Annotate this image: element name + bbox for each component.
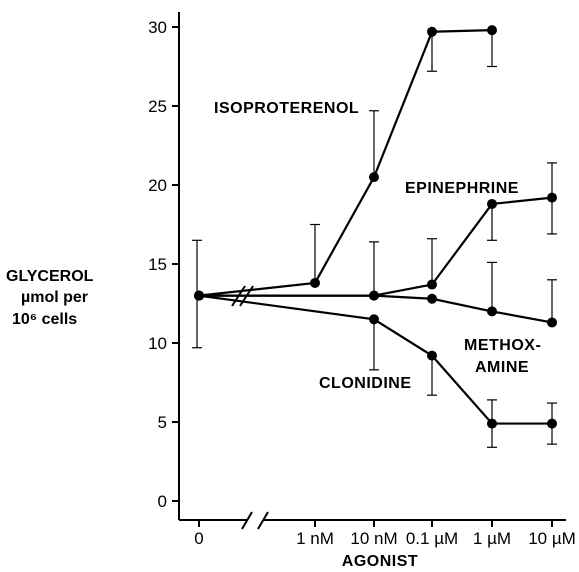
y-tick-label: 30 xyxy=(148,18,167,37)
data-point xyxy=(369,172,379,183)
series-line-1 xyxy=(199,196,553,297)
data-point xyxy=(310,277,320,288)
x-tick-label: 1 µM xyxy=(473,529,511,548)
axes: 0 5 10 15 20 25 30 0 1 nM 10 nM 0.1 µM 1 µM 10 µM xyxy=(148,12,576,548)
x-tick-label: 10 µM xyxy=(528,529,576,548)
y-tick-label: 20 xyxy=(148,176,167,195)
data-point xyxy=(369,290,379,301)
series-line-0 xyxy=(198,29,493,297)
series-label-epinephrine: EPINEPHRINE xyxy=(405,180,519,197)
data-point xyxy=(547,317,557,328)
x-tick-label: 0 xyxy=(194,529,203,548)
y-tick-label: 10 xyxy=(148,334,167,353)
data-point xyxy=(487,418,497,429)
data-point xyxy=(547,192,557,203)
x-axis-break-mark xyxy=(241,511,253,530)
data-point xyxy=(427,26,437,37)
data-point xyxy=(427,293,437,304)
y-tick-label: 15 xyxy=(148,255,167,274)
text-labels: GLYCEROL µmol per 10⁶ cells AGONIST ISOP… xyxy=(6,100,541,570)
y-axis-label-line-3: 10⁶ cells xyxy=(12,311,77,328)
data-point xyxy=(547,418,557,429)
y-tick-label: 25 xyxy=(148,97,167,116)
x-tick-label: 10 nM xyxy=(350,529,397,548)
x-axis-label: AGONIST xyxy=(342,553,418,570)
y-axis-label-line-2: µmol per xyxy=(21,289,88,306)
error-bars xyxy=(192,30,557,448)
data-point xyxy=(487,198,497,209)
data-point xyxy=(487,306,497,317)
y-axis-label-line-1: GLYCEROL xyxy=(6,268,94,285)
y-tick-label: 5 xyxy=(158,413,167,432)
x-tick-label: 1 nM xyxy=(296,529,334,548)
data-point xyxy=(427,279,437,290)
series-label-methoxamine-line-2: AMINE xyxy=(475,359,529,376)
x-tick-label: 0.1 µM xyxy=(406,529,458,548)
series-label-methoxamine-line-1: METHOX- xyxy=(464,337,541,354)
data-point xyxy=(369,314,379,325)
data-point xyxy=(194,290,204,301)
series-label-clonidine: CLONIDINE xyxy=(319,375,412,392)
series-label-isoproterenol: ISOPROTERENOL xyxy=(214,100,359,117)
y-tick-label: 0 xyxy=(158,492,167,511)
x-axis-break-mark xyxy=(257,511,269,530)
data-point xyxy=(487,25,497,36)
data-point xyxy=(427,350,437,361)
data-points xyxy=(194,25,557,429)
